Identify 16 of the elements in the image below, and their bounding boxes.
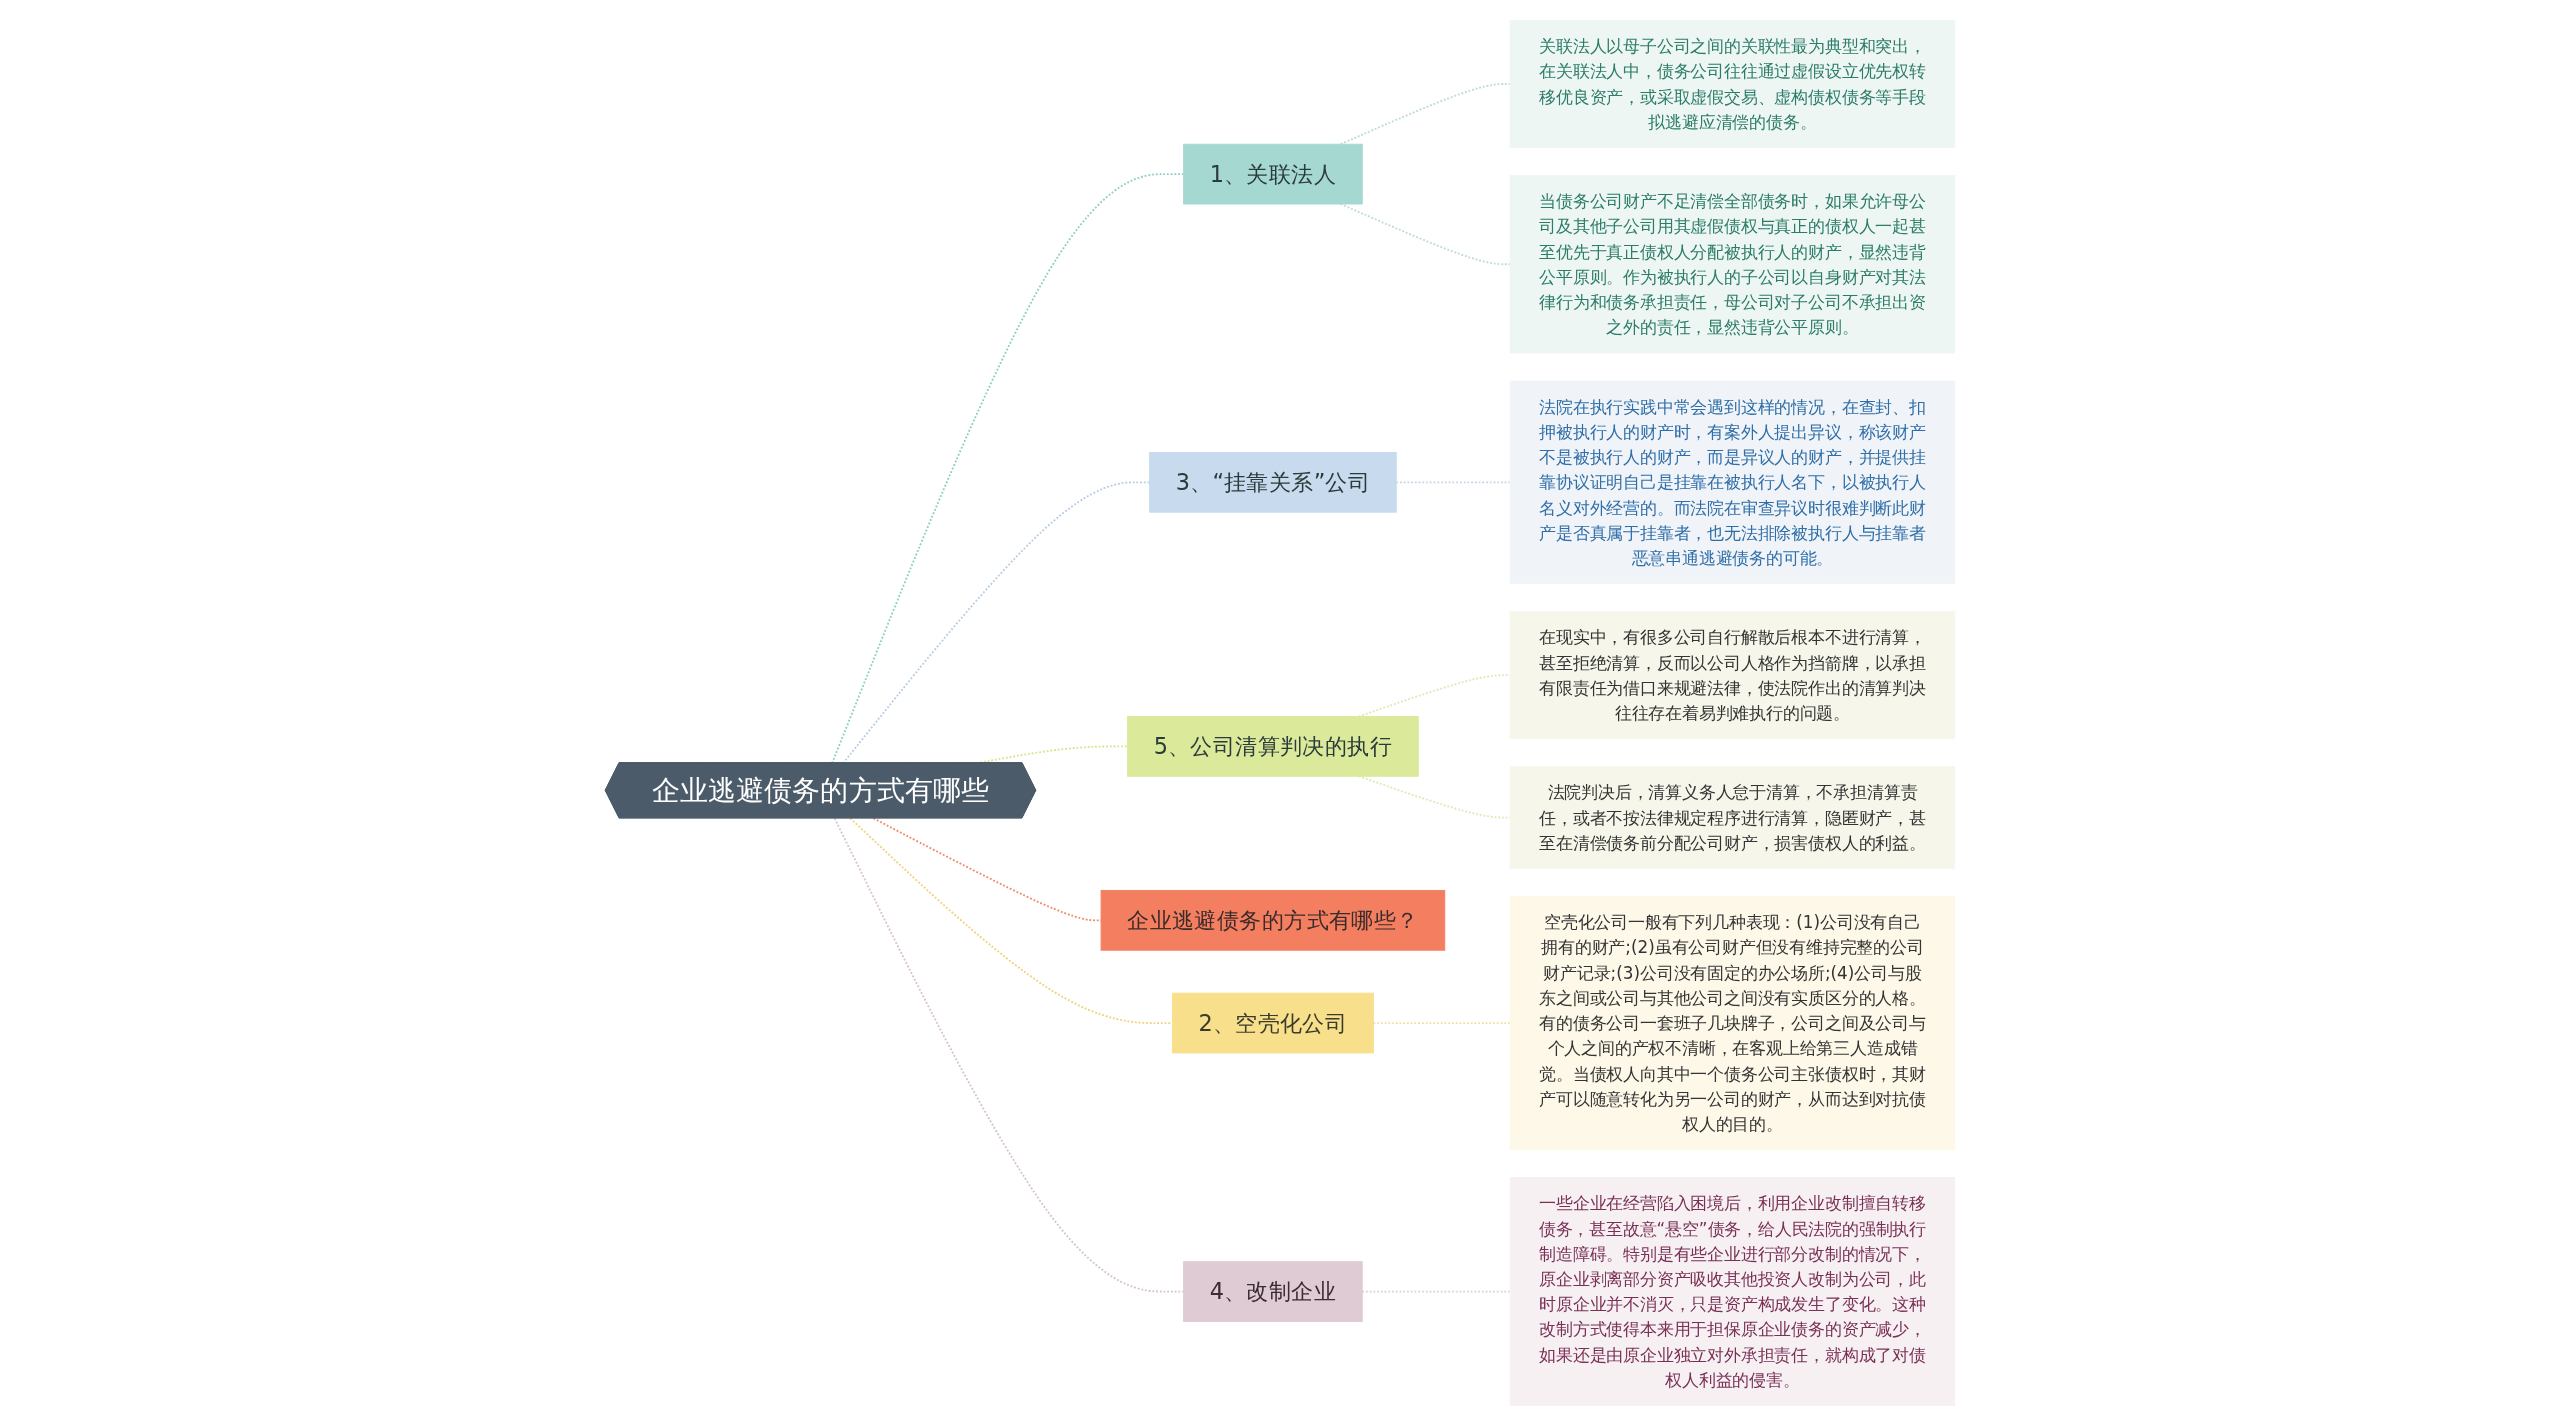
- node-box: 空壳化公司一般有下列几种表现：(1)公司没有自己拥有的财产;(2)虽有公司财产但没有维持完整的公司财产记录;(3)公司没有固定的办公场所;(4)公司与股东之间或公司与其他公司之间没有实质区分的人格。有的债务公司一套班子几块牌子，公司之间及公司与个人之间的产权不清晰，在客观上给第三人造成错觉。当债权人向其中一个债务公司主张债权时，其财产可以随意转化为另一公司的财产，从而达到对抗债权人的目的。: [1509, 896, 1956, 1151]
- node-box: 当债务公司财产不足清偿全部债务时，如果允许母公司及其他子公司用其虚假债权与真正的债权人一起甚至优先于真正债权人分配被执行人的财产，显然违背公平原则。作为被执行人的子公司以自身财产对其法律行为和债务承担责任，母公司对子公司不承担出资之外的责任，显然违背公平原则。: [1509, 175, 1956, 354]
- node-box: 法院判决后，清算义务人怠于清算，不承担清算责任，或者不按法律规定程序进行清算，隐匿财产，甚至在清偿债务前分配公司财产，损害债权人的利益。: [1509, 766, 1956, 869]
- node-box: 企业逃避债务的方式有哪些？: [1100, 890, 1446, 951]
- node-box: 5、公司清算判决的执行: [1127, 716, 1419, 777]
- node-box: 关联法人以母子公司之间的关联性最为典型和突出，在关联法人中，债务公司往往通过虚假设立优先权转移优良资产，或采取虚假交易、虚构债权债务等手段拟逃避应清偿的债务。: [1509, 20, 1956, 148]
- node-box: 1、关联法人: [1183, 143, 1363, 205]
- node-box: 法院在执行实践中常会遇到这样的情况，在查封、扣押被执行人的财产时，有案外人提出异议，称该财产不是被执行人的财产，而是异议人的财产，并提供挂靠协议证明自己是挂靠在被执行人名下，以被执行人名义对外经营的。而法院在审查异议时很难判断此财产是否真属于挂靠者，也无法排除被执行人与挂靠者恶意串通逃避债务的可能。: [1509, 380, 1956, 585]
- connector: [1372, 1022, 1512, 1024]
- node-box: 4、改制企业: [1183, 1261, 1363, 1322]
- node-box: 一些企业在经营陷入困境后，利用企业改制擅自转移债务，甚至故意“悬空”债务，给人民法院的强制执行制造障碍。特别是有些企业进行部分改制的情况下，原企业剥离部分资产吸收其他投资人改制为公司，此时原企业并不消灭，只是资产构成发生了变化。这种改制方式使得本来用于担保原企业债务的资产减少，如果还是由原企业独立对外承担责任，就构成了对债权人利益的侵害。: [1509, 1177, 1956, 1406]
- connector: [1395, 481, 1512, 484]
- node-box: 3、“挂靠关系”公司: [1149, 451, 1397, 513]
- connector: [872, 817, 1102, 922]
- node-box: 2、空壳化公司: [1171, 992, 1374, 1054]
- node-box: 在现实中，有很多公司自行解散后根本不进行清算，甚至拒绝清算，反而以公司人格作为挡箭牌，以承担有限责任为借口来规避法律，使法院作出的清算判决往往存在着易判难执行的问题。: [1509, 611, 1956, 740]
